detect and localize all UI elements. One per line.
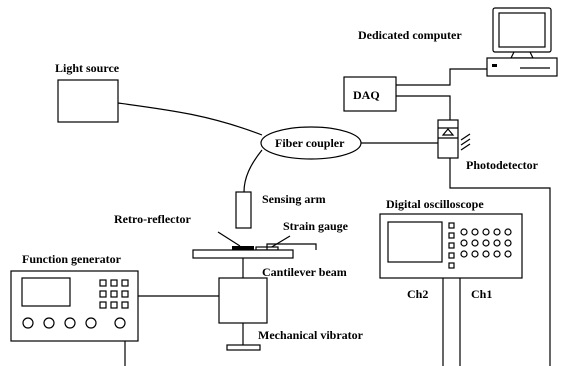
strain-gauge-lead (266, 243, 317, 250)
retro-reflector-element (232, 246, 254, 250)
oscilloscope-icon (379, 213, 523, 279)
function-generator-icon (10, 270, 139, 342)
strain-gauge-label: Strain gauge (283, 219, 349, 233)
photodetector-label: Photodetector (466, 158, 539, 172)
photodetector-ch1-cable (449, 158, 551, 366)
cantilever-beam (192, 249, 294, 259)
ch1-label: Ch1 (471, 287, 492, 301)
cantilever-beam-label: Cantilever beam (262, 265, 347, 279)
sensing-fiber (243, 149, 263, 193)
daq-box (343, 76, 397, 112)
retro-reflector-label: Retro-reflector (114, 212, 192, 226)
daq-label: DAQ (353, 88, 380, 102)
digital-oscilloscope-label: Digital oscilloscope (386, 197, 484, 211)
function-generator-label: Function generator (22, 252, 122, 266)
mechanical-vibrator-label: Mechanical vibrator (258, 328, 364, 342)
photodetector-icon (437, 119, 471, 159)
light-source-label: Light source (55, 61, 120, 75)
function-generator-keypad (99, 279, 129, 309)
computer-icon (486, 7, 558, 77)
retro-reflector-pointer (217, 231, 241, 247)
daq-computer-link (396, 68, 487, 86)
strain-gauge-pointer (269, 235, 291, 249)
function-generator-knobs (22, 317, 126, 329)
vibrator-icon (218, 258, 268, 351)
sensing-arm-label: Sensing arm (262, 192, 326, 206)
fiber-coupler-label: Fiber coupler (275, 136, 345, 150)
ch2-label: Ch2 (407, 287, 428, 301)
light-source-box (57, 79, 119, 123)
daq-photodetector-link (396, 95, 451, 120)
source-fiber (117, 102, 263, 136)
dedicated-computer-label: Dedicated computer (358, 28, 462, 42)
sensing-arm-box (235, 191, 252, 229)
